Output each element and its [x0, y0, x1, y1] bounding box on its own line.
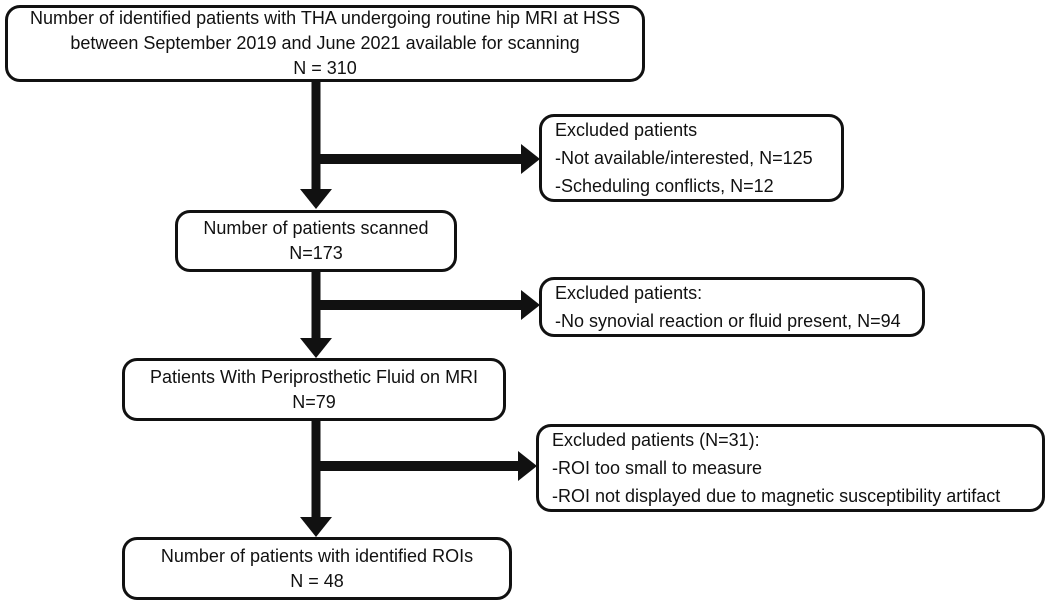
- box-identified-rois: Number of patients with identified ROIs …: [122, 537, 512, 600]
- arrow-to-excluded-fluid: [312, 290, 540, 320]
- box-excluded-no-fluid: Excluded patients: -No synovial reaction…: [539, 277, 925, 337]
- box-excluded-roi-item: -ROI not displayed due to magnetic susce…: [552, 486, 1001, 506]
- box-identified-rois-text: Number of patients with identified ROIs: [160, 545, 474, 566]
- box-patients-scanned-text: Number of patients scanned: [203, 218, 429, 238]
- box-excluded-no-fluid-item: -No synovial reaction or fluid present, …: [555, 311, 901, 331]
- box-periprosthetic-fluid-count: N=79: [292, 391, 336, 412]
- box-excluded-recruitment-title: Excluded patients: [555, 120, 698, 140]
- arrow-to-excluded-recruit: [312, 144, 540, 174]
- box-excluded-recruitment-item: -Scheduling conflicts, N=12: [555, 176, 774, 196]
- box-excluded-roi: Excluded patients (N=31): -ROI too small…: [536, 424, 1045, 512]
- box-identified-patients-text: Number of identified patients with THA u…: [30, 8, 620, 53]
- box-periprosthetic-fluid-text: Patients With Periprosthetic Fluid on MR…: [149, 366, 479, 387]
- arrow-identified-to-scanned: [300, 82, 332, 209]
- box-identified-rois-count: N = 48: [290, 570, 344, 591]
- box-excluded-recruitment-item: -Not available/interested, N=125: [555, 148, 813, 168]
- box-patients-scanned-count: N=173: [289, 243, 343, 263]
- box-excluded-recruitment: Excluded patients -Not available/interes…: [539, 114, 844, 202]
- box-identified-patients-count: N = 310: [293, 58, 357, 78]
- box-patients-scanned: Number of patients scanned N=173: [175, 210, 457, 272]
- box-identified-patients: Number of identified patients with THA u…: [5, 5, 645, 82]
- arrow-scanned-to-periprosthetic: [300, 272, 332, 358]
- box-excluded-roi-item: -ROI too small to measure: [552, 458, 763, 478]
- arrow-to-excluded-roi: [312, 451, 537, 481]
- box-excluded-roi-title: Excluded patients (N=31):: [552, 430, 760, 450]
- box-excluded-no-fluid-title: Excluded patients:: [555, 283, 703, 303]
- arrow-periprosthetic-to-rois: [300, 421, 332, 537]
- box-periprosthetic-fluid: Patients With Periprosthetic Fluid on MR…: [122, 358, 506, 421]
